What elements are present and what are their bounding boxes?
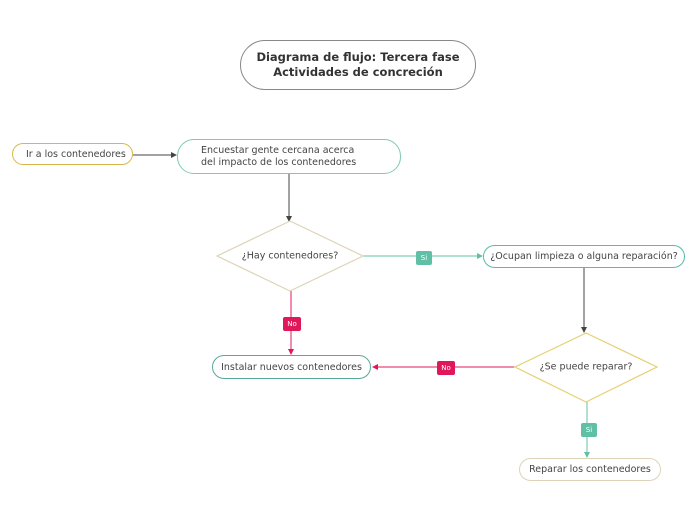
title-line2: Actividades de concreción <box>273 65 443 79</box>
node-encuestar[interactable]: Encuestar gente cercana acerca del impac… <box>177 139 401 174</box>
decision-hay-diamond[interactable] <box>215 220 365 292</box>
edge-label-reparar-si: Si <box>581 423 597 437</box>
node-ocupan[interactable]: ¿Ocupan limpieza o alguna reparación? <box>483 245 685 268</box>
node-instalar[interactable]: Instalar nuevos contenedores <box>212 355 371 379</box>
node-instalar-label: Instalar nuevos contenedores <box>221 361 362 373</box>
decision-reparar-diamond[interactable] <box>513 332 659 403</box>
decision-hay-label: ¿Hay contenedores? <box>241 250 339 262</box>
edge-label-hay-no: No <box>283 317 301 331</box>
node-ocupan-label: ¿Ocupan limpieza o alguna reparación? <box>490 251 678 262</box>
node-reparar-label: Reparar los contenedores <box>529 464 651 475</box>
node-ir-contenedores[interactable]: Ir a los contenedores <box>12 143 133 165</box>
edge-label-reparar-no: No <box>437 361 455 375</box>
decision-reparar-label: ¿Se puede reparar? <box>539 361 633 373</box>
diagram-title[interactable]: Diagrama de flujo: Tercera fase Activida… <box>240 40 476 90</box>
node-reparar[interactable]: Reparar los contenedores <box>519 458 661 481</box>
title-line1: Diagrama de flujo: Tercera fase <box>256 50 460 64</box>
edge-label-hay-si: Si <box>416 251 432 265</box>
node-ir-label: Ir a los contenedores <box>26 148 126 160</box>
node-encuestar-label: Encuestar gente cercana acerca del impac… <box>201 144 357 168</box>
